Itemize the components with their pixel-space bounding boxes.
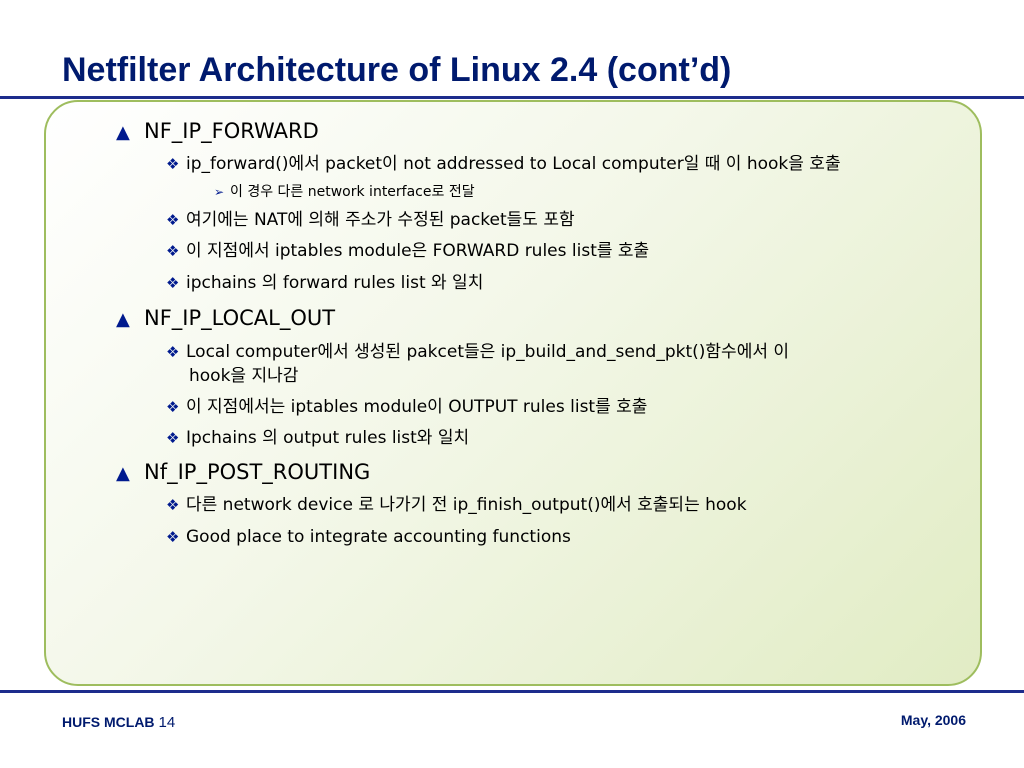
footer-date: May, 2006	[900, 712, 966, 728]
sub-bullet-local-out-1-continuation: hook을 지나감	[189, 366, 299, 386]
bullet-text: Local computer에서 생성된 pakcet들은 ip_build_a…	[186, 342, 790, 362]
bullet-text: 다른 network device 로 나가기 전 ip_finish_outp…	[186, 495, 747, 515]
diamond-bullet-icon: ❖	[166, 429, 180, 447]
bullet-text: Ipchains 의 output rules list와 일치	[186, 428, 470, 448]
sub-bullet-local-out-2: ❖ 이 지점에서는 iptables module이 OUTPUT rules l…	[166, 396, 647, 418]
bullet-nf-ip-local-out: ▲ NF_IP_LOCAL_OUT	[116, 305, 335, 333]
diamond-bullet-icon: ❖	[166, 211, 180, 229]
sub-bullet-local-out-3: ❖ Ipchains 의 output rules list와 일치	[166, 427, 469, 449]
bullet-text: ip_forward()에서 packet이 not addressed to …	[186, 154, 841, 174]
triangle-bullet-icon: ▲	[116, 122, 130, 143]
diamond-bullet-icon: ❖	[166, 528, 180, 546]
diamond-bullet-icon: ❖	[166, 398, 180, 416]
bullet-text: ipchains 의 forward rules list 와 일치	[186, 273, 484, 293]
triangle-bullet-icon: ▲	[116, 309, 130, 330]
bullet-nf-ip-post-routing: ▲ Nf_IP_POST_ROUTING	[116, 459, 370, 487]
bullet-text: 이 경우 다른 network interface로 전달	[230, 184, 475, 200]
diamond-bullet-icon: ❖	[166, 343, 180, 361]
footer-lab-name: HUFS MCLAB	[62, 714, 155, 730]
sub-bullet-forward-4: ❖ ipchains 의 forward rules list 와 일치	[166, 272, 483, 294]
sub-bullet-forward-3: ❖ 이 지점에서 iptables module은 FORWARD rules l…	[166, 240, 649, 262]
sub-bullet-forward-1: ❖ ip_forward()에서 packet이 not addressed to…	[166, 153, 841, 175]
bullet-nf-ip-forward: ▲ NF_IP_FORWARD	[116, 118, 319, 146]
bullet-text: NF_IP_FORWARD	[144, 119, 319, 143]
triangle-bullet-icon: ▲	[116, 463, 130, 484]
slide-title: Netfilter Architecture of Linux 2.4 (con…	[62, 51, 732, 89]
bullet-text: 이 지점에서 iptables module은 FORWARD rules li…	[186, 241, 650, 261]
top-rule-divider	[0, 96, 1024, 99]
bullet-text: 여기에는 NAT에 의해 주소가 수정된 packet들도 포함	[186, 210, 575, 230]
arrow-bullet-icon: ➢	[214, 185, 225, 199]
diamond-bullet-icon: ❖	[166, 274, 180, 292]
bullet-text: 이 지점에서는 iptables module이 OUTPUT rules li…	[186, 397, 648, 417]
sub-sub-bullet-forward-1: ➢ 이 경우 다른 network interface로 전달	[214, 183, 475, 201]
bullet-text: Good place to integrate accounting funct…	[186, 527, 571, 547]
bullet-text: Nf_IP_POST_ROUTING	[144, 460, 371, 484]
content-box	[44, 100, 982, 686]
diamond-bullet-icon: ❖	[166, 155, 180, 173]
diamond-bullet-icon: ❖	[166, 242, 180, 260]
bottom-rule-divider	[0, 690, 1024, 693]
sub-bullet-post-routing-1: ❖ 다른 network device 로 나가기 전 ip_finish_out…	[166, 494, 747, 516]
bullet-text: NF_IP_LOCAL_OUT	[144, 306, 336, 330]
sub-bullet-post-routing-2: ❖ Good place to integrate accounting func…	[166, 526, 571, 548]
sub-bullet-local-out-1: ❖ Local computer에서 생성된 pakcet들은 ip_build_…	[166, 341, 789, 363]
diamond-bullet-icon: ❖	[166, 496, 180, 514]
page-number: 14	[158, 714, 176, 731]
sub-bullet-forward-2: ❖ 여기에는 NAT에 의해 주소가 수정된 packet들도 포함	[166, 209, 575, 231]
